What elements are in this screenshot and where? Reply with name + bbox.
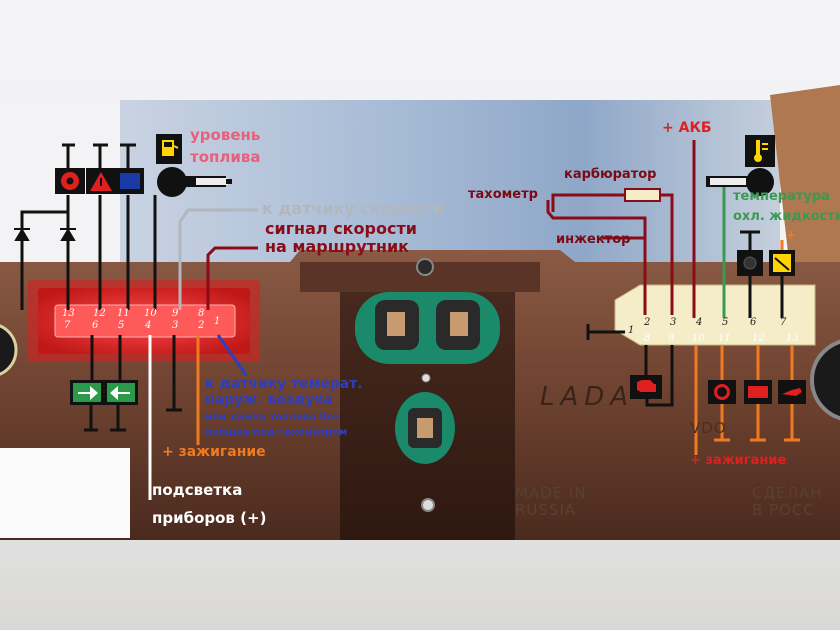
label-temp-sensor-3: или лампа топлива без <box>205 412 340 423</box>
left-pin-4: 4 <box>145 320 152 331</box>
left-pin-10: 10 <box>144 308 157 319</box>
left-pin-7: 7 <box>64 320 71 331</box>
coolant-lamp-socket <box>706 168 774 196</box>
screw-mid <box>421 373 431 383</box>
right-pin-10: 10 <box>692 333 705 344</box>
label-temp-sensor-1: к датчику темерат. <box>205 376 363 392</box>
right-pin-2: 2 <box>644 317 651 328</box>
made-in-russia: MADE IN RUSSIA <box>515 484 587 520</box>
label-backlight-1: подсветка <box>152 481 243 499</box>
right-pin-12: 12 <box>752 333 765 344</box>
label-tachometer: тахометр <box>468 187 538 202</box>
left-pin-2: 2 <box>198 320 205 331</box>
screw-bottom <box>421 498 435 512</box>
label-ignition-right: + зажигание <box>690 453 787 468</box>
right-top-stubs <box>740 230 784 318</box>
right-pin-6: 6 <box>750 317 757 328</box>
warning-triangle-icon <box>86 168 116 194</box>
lamp-icon <box>737 250 763 276</box>
left-connector-inner <box>54 304 236 338</box>
left-pin-8: 8 <box>198 308 205 319</box>
right-pin-13: 13 <box>786 333 799 344</box>
hazard-icon <box>55 168 85 194</box>
label-injector: инжектор <box>556 232 631 247</box>
right-pin-1: 1 <box>628 325 635 336</box>
left-pin-3: 3 <box>172 320 179 331</box>
right-pin-5: 5 <box>722 317 729 328</box>
oil-pressure-icon <box>778 380 806 404</box>
ground-left <box>166 335 182 412</box>
label-speed-sensor: к датчику скорости <box>262 199 445 218</box>
label-fuel-level-1: уровень <box>190 126 261 144</box>
left-lamp-wires <box>20 195 157 310</box>
label-ignition-left: + зажигание <box>162 444 266 460</box>
label-backlight-2: приборов (+) <box>152 509 267 527</box>
label-coolant-temp-2: охл. жидкости <box>733 209 840 224</box>
label-small-plus: + <box>786 228 797 242</box>
label-fuel-level-2: топлива <box>190 148 261 166</box>
screw-top <box>416 258 434 276</box>
resistor <box>624 188 661 202</box>
right-pin-9: 9 <box>668 333 675 344</box>
made-in-line2: RUSSIA <box>515 501 577 520</box>
wire-tachometer <box>546 193 674 315</box>
turn-right-arrow-icon <box>70 380 104 405</box>
fuel-pump-icon <box>156 134 182 164</box>
fuel-lamp-socket <box>157 167 232 197</box>
left-pin-13: 13 <box>62 308 75 319</box>
made-ru-line1: СДЕЛАН <box>752 484 823 502</box>
logo-vdo: VDO <box>690 419 727 437</box>
battery-icon <box>744 380 772 404</box>
label-carburetor: карбюратор <box>564 167 657 182</box>
left-gauge <box>0 324 18 376</box>
right-pin-8: 8 <box>644 333 651 344</box>
left-pin-11: 11 <box>117 308 130 319</box>
jeans-background <box>120 100 780 270</box>
check-engine-icon <box>630 375 662 399</box>
pin-c1 <box>387 312 405 336</box>
left-pin-12: 12 <box>93 308 106 319</box>
turn-left-arrow-icon <box>104 380 138 405</box>
wire-temp-sensor <box>216 334 248 376</box>
right-connector <box>614 284 816 346</box>
right-lower-wires <box>714 345 800 442</box>
coolant-temp-icon <box>745 135 775 167</box>
pin-c3 <box>417 418 433 438</box>
right-pin-11: 11 <box>718 333 731 344</box>
left-pin-6: 6 <box>92 320 99 331</box>
pin-c2 <box>450 312 468 336</box>
left-pin-1: 1 <box>214 316 221 327</box>
label-temp-sensor-4: окошка под тахометром <box>205 427 348 438</box>
choke-icon <box>769 250 795 276</box>
left-pin-9: 9 <box>172 308 179 319</box>
left-top-stubs <box>62 143 136 168</box>
wire-speed-sensor <box>178 208 258 310</box>
turn-signal-wires <box>84 335 126 432</box>
label-coolant-temp-1: температура <box>733 189 830 204</box>
parking-brake-icon <box>708 380 736 404</box>
left-pin-5: 5 <box>118 320 125 331</box>
label-speed-signal-1: сигнал скорости <box>265 219 417 238</box>
wire-pin9 <box>645 345 674 407</box>
made-in-line1: MADE IN <box>515 484 587 502</box>
wire-speed-signal <box>206 246 258 310</box>
right-gauge <box>810 339 840 421</box>
label-speed-signal-2: на маршрутник <box>265 237 410 256</box>
logo-lada: LADA <box>540 382 635 412</box>
right-pin-7: 7 <box>780 317 787 328</box>
barcode-label <box>0 448 130 538</box>
fabric-right <box>770 85 840 270</box>
label-battery-plus: + АКБ <box>662 120 712 136</box>
right-pin-3: 3 <box>670 317 677 328</box>
blue-lamp-icon <box>116 168 144 194</box>
diodes <box>14 228 76 241</box>
made-in-russia-ru: СДЕЛАН В РОСС <box>752 484 823 520</box>
label-temp-sensor-2: наруж. воздуха <box>205 392 333 408</box>
ground-right-pin1 <box>586 324 625 340</box>
right-pin-4: 4 <box>696 317 703 328</box>
made-ru-line2: В РОСС <box>752 501 815 520</box>
